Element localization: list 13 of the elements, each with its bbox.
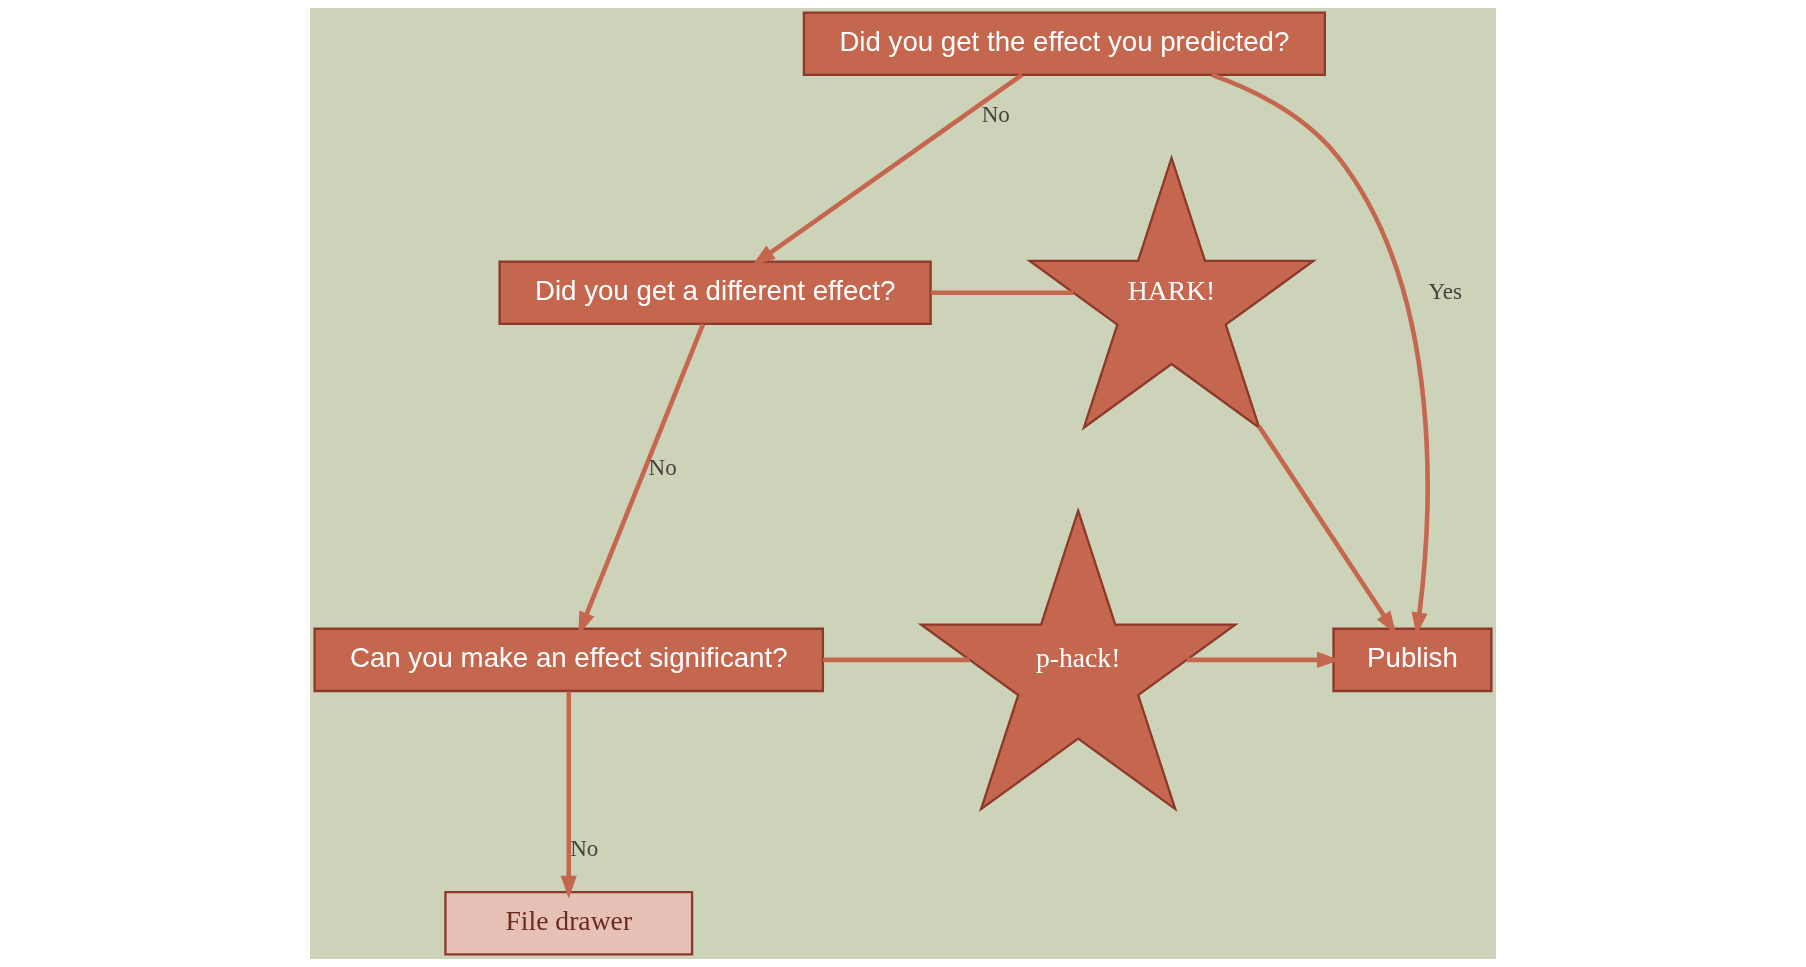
node-box: Can you make an effect significant?	[313, 627, 825, 693]
node-box: Publish	[1332, 627, 1493, 693]
arrow	[752, 73, 1024, 266]
edge-label: No	[981, 101, 1010, 128]
node-box: Did you get a different effect?	[498, 260, 932, 326]
connector	[823, 657, 970, 663]
node-box: Did you get the effect you predicted?	[802, 11, 1326, 77]
edge-label: Yes	[1428, 277, 1463, 304]
arrow	[560, 691, 577, 899]
connector	[930, 290, 1074, 296]
node-box: File drawer	[444, 890, 694, 956]
edge-label: No	[570, 835, 599, 862]
edge-label: No	[648, 453, 677, 480]
